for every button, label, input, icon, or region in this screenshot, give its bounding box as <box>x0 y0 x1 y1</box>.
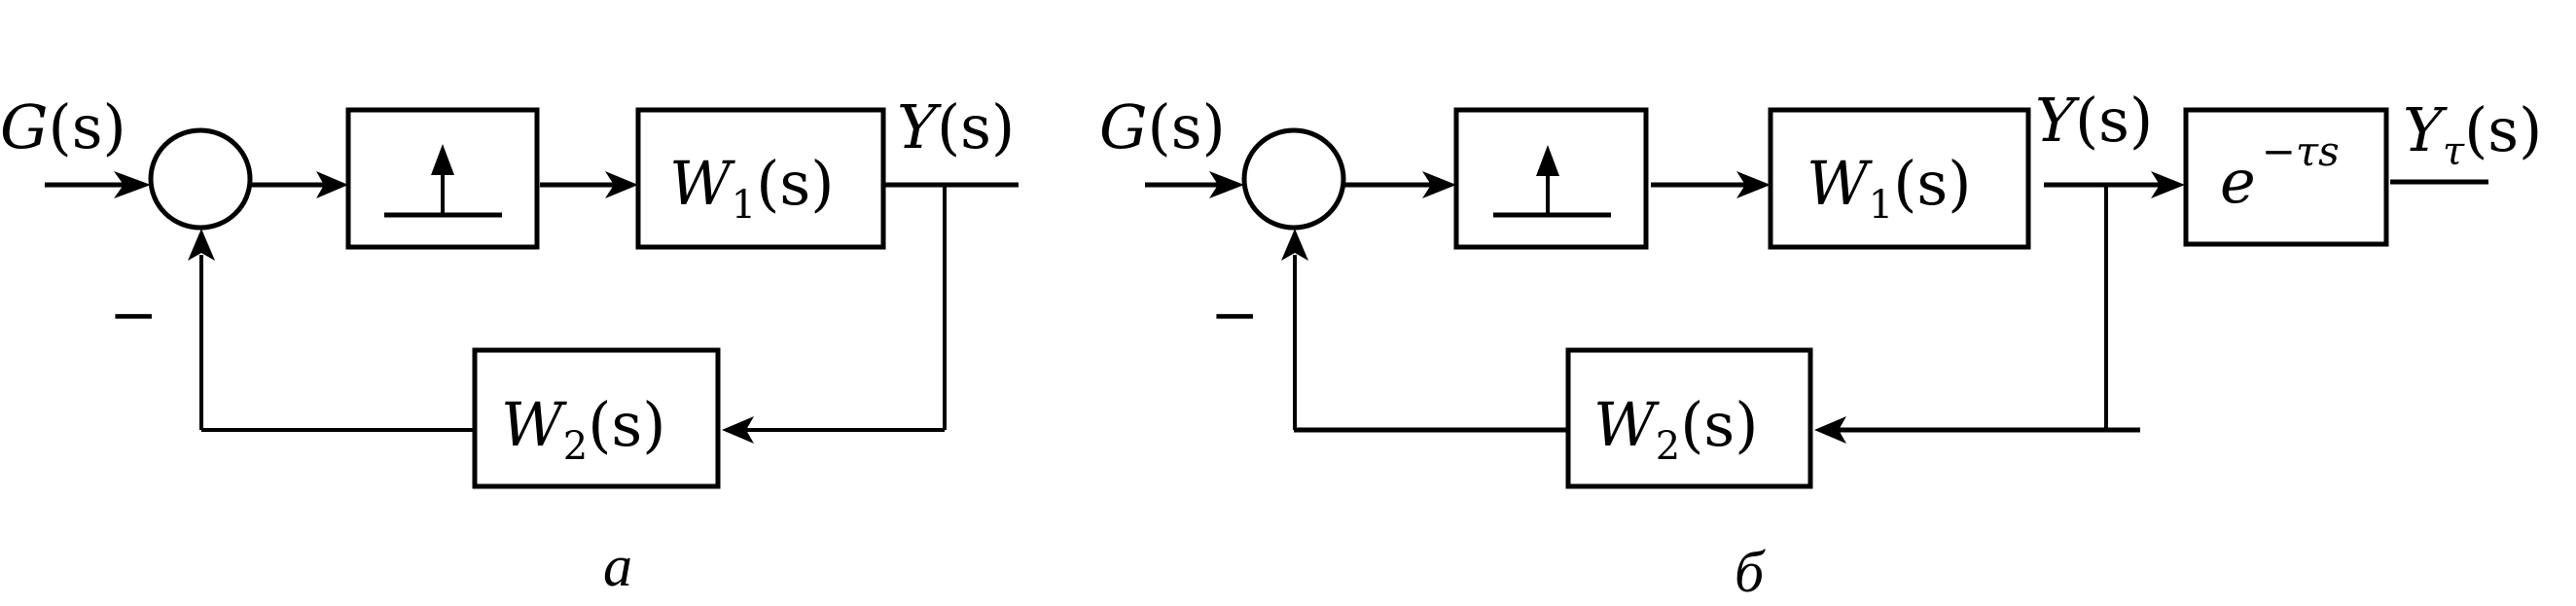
feedback-block-w2-b <box>1565 347 1813 489</box>
diagram-b: G(s) W1(s) Y(s) e−τs Yτ(s) <box>1099 85 2542 604</box>
arrowhead-icon <box>188 229 215 261</box>
delayed-output-label: Yτ(s) <box>2403 94 2542 174</box>
minus-sign-b: − <box>1210 281 1259 349</box>
summing-junction-a <box>148 127 253 231</box>
arrowhead-icon <box>316 171 348 198</box>
arrowhead-icon <box>2151 171 2185 198</box>
arrowhead-icon <box>1281 229 1308 261</box>
arrowhead-icon <box>722 416 754 444</box>
arrowhead-icon <box>1422 171 1456 198</box>
step-up-arrow-icon <box>384 144 502 218</box>
delay-label: e−τs <box>2220 127 2340 217</box>
w2-label-a: W2(s) <box>501 389 665 469</box>
input-label-a: G(s) <box>0 91 126 162</box>
step-block-b <box>1453 107 1649 250</box>
input-label-b: G(s) <box>1099 91 1226 162</box>
delay-block <box>2183 107 2389 247</box>
forward-block-w1-b <box>1768 107 2031 250</box>
output-label-a: Y(s) <box>897 91 1015 162</box>
forward-block-w1-a <box>635 107 886 250</box>
w2-label-b: W2(s) <box>1593 389 1758 469</box>
diagram-a: G(s) W1(s) Y(s) W2(s) <box>0 91 1019 598</box>
caption-b: б <box>1735 540 1766 604</box>
summing-junction-b <box>1241 127 1346 231</box>
minus-sign-a: − <box>109 281 158 349</box>
output-label-b: Y(s) <box>2035 85 2153 156</box>
w1-label-a: W1(s) <box>669 148 834 228</box>
w1-label-b: W1(s) <box>1807 148 1971 228</box>
arrowhead-icon <box>605 171 638 198</box>
caption-a: а <box>603 534 632 598</box>
feedback-block-w2-a <box>472 347 721 489</box>
arrowhead-icon <box>114 171 151 198</box>
step-up-arrow-icon <box>1493 145 1611 218</box>
arrowhead-icon <box>1736 171 1771 198</box>
arrowhead-icon <box>1814 416 1846 444</box>
arrowhead-icon <box>1209 171 1244 198</box>
